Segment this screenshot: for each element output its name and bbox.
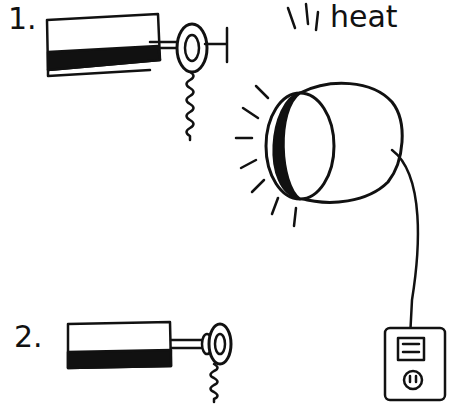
callout-number: 1.: [8, 4, 37, 34]
wall-outlet: [385, 328, 445, 400]
block-two: [68, 322, 171, 368]
heat-lamp: [266, 83, 418, 338]
annotation-label: heat: [330, 2, 398, 32]
bolt-two: [171, 324, 231, 402]
heat-rays: [236, 4, 318, 226]
block-one: [47, 14, 160, 76]
bolt-one: [150, 24, 227, 140]
callout-number: 2.: [14, 322, 43, 352]
